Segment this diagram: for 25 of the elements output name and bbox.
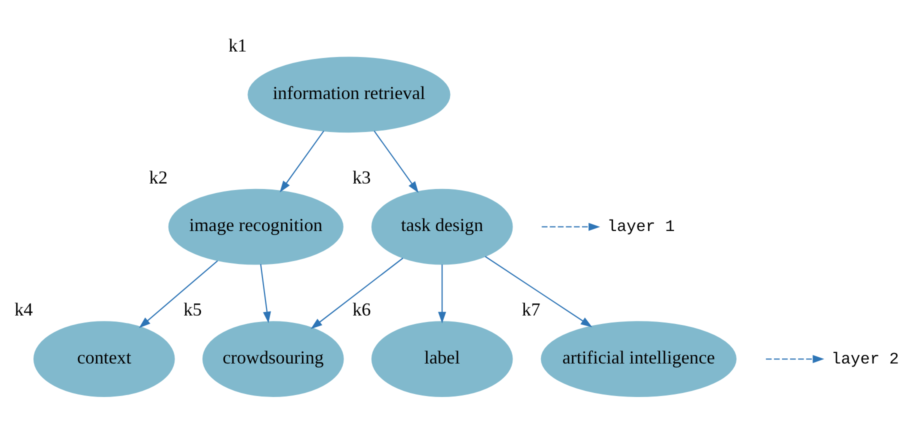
node-text: layer 1 <box>607 218 675 236</box>
arrow <box>260 264 271 324</box>
node-ellipse: context <box>33 321 175 397</box>
node-ellipse: task design <box>371 188 513 265</box>
arrow <box>542 222 600 231</box>
arrow <box>374 130 419 193</box>
node-ellipse: crowdsouring <box>202 321 344 397</box>
arrow <box>280 130 324 192</box>
node-ellipse: label <box>371 321 513 397</box>
node-text: layer 2 <box>831 350 899 368</box>
node-label: k4 <box>14 300 33 320</box>
node-label: k1 <box>228 35 247 56</box>
node-ellipse: artificial intelligence <box>540 321 737 397</box>
arrow <box>484 256 592 328</box>
node-label: k5 <box>183 300 202 320</box>
arrow <box>310 258 404 329</box>
node-ellipse: information retrieval <box>248 56 450 133</box>
node-label: k3 <box>352 168 371 188</box>
node-label: k7 <box>522 300 540 320</box>
arrow <box>438 264 446 324</box>
node-ellipse: image recognition <box>168 188 344 265</box>
arrow <box>139 260 218 328</box>
node-label: k6 <box>352 300 371 320</box>
node-label: k2 <box>149 168 168 188</box>
arrow <box>766 355 824 364</box>
